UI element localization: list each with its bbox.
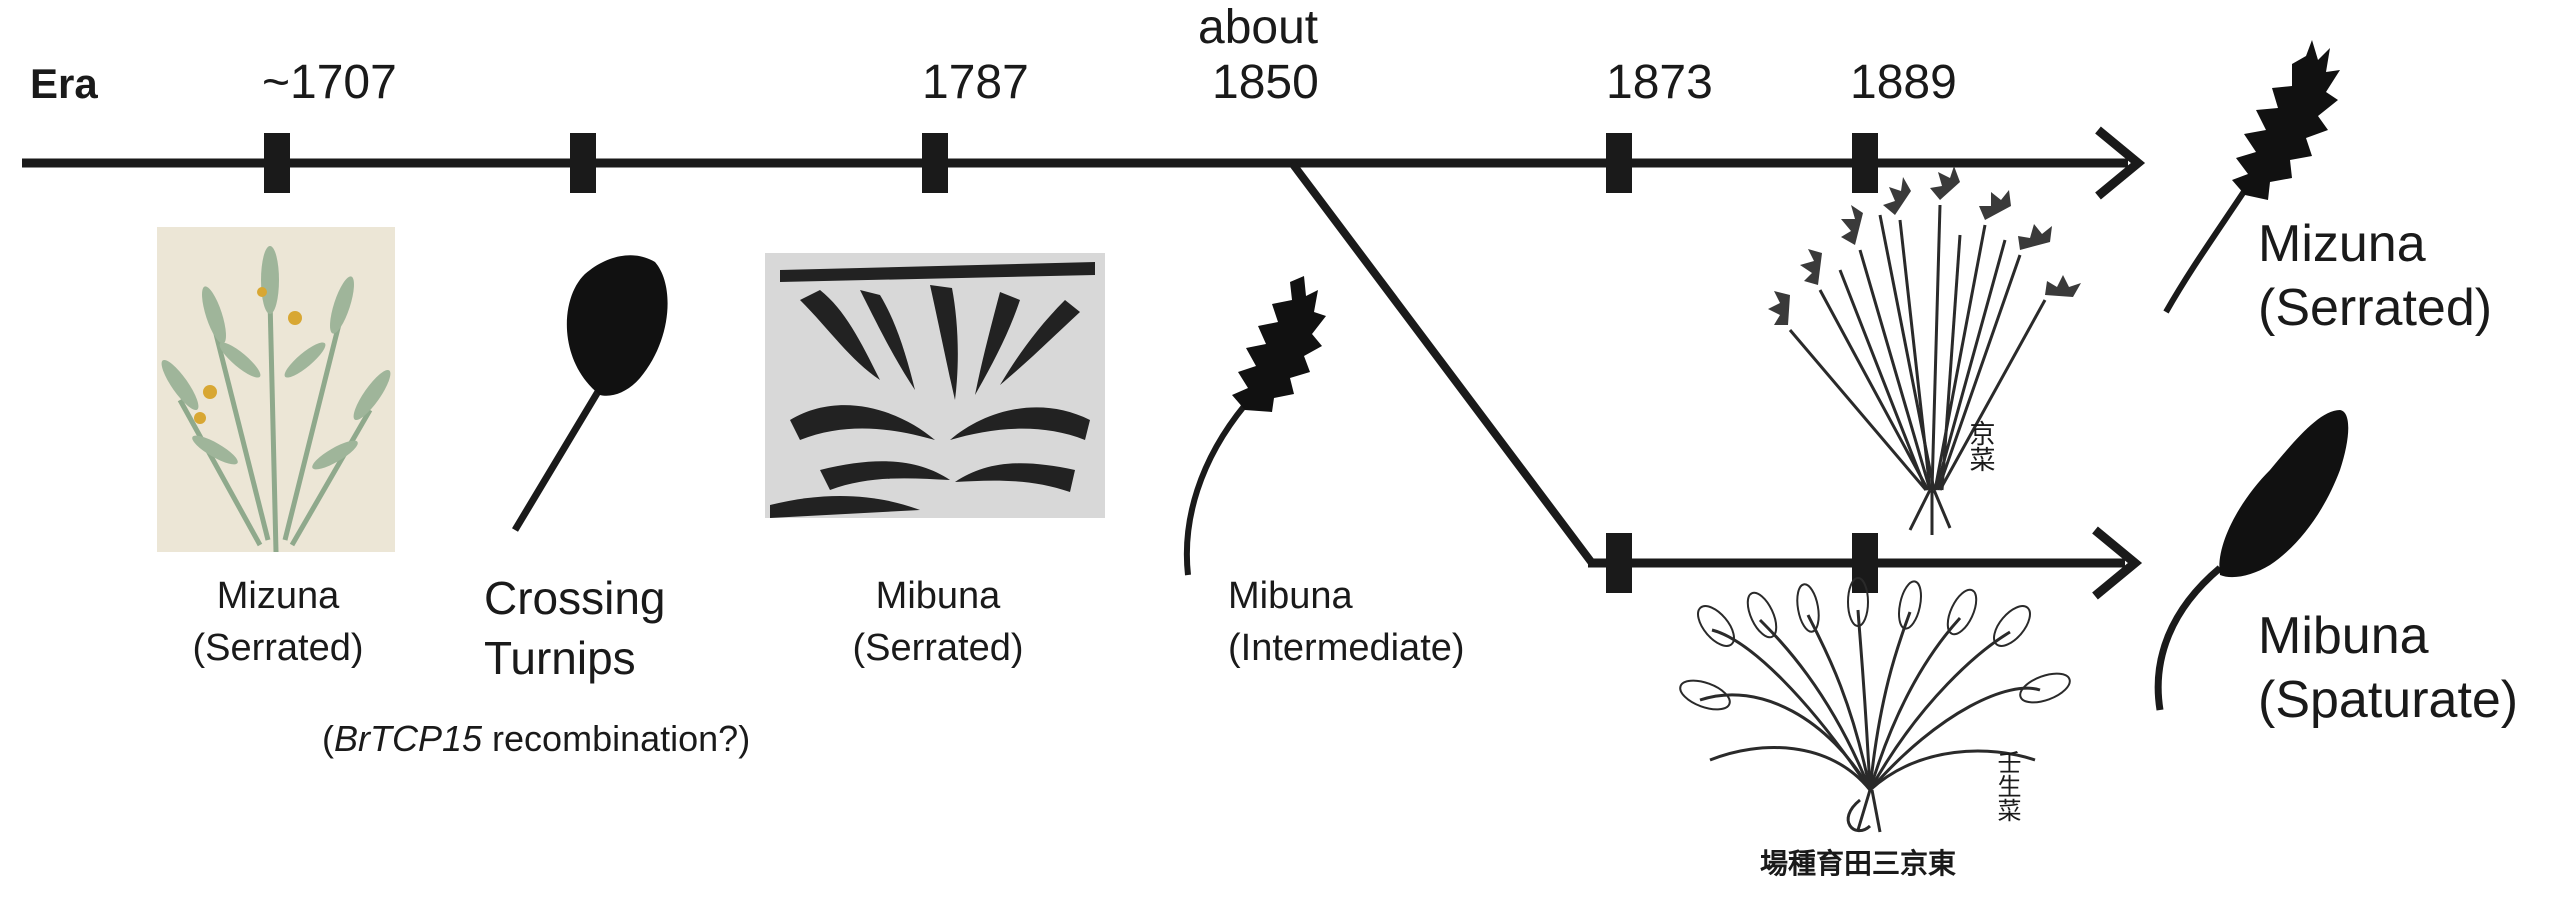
mibuna-result-type: (Spaturate) <box>2258 671 2519 729</box>
note-open-paren: ( <box>322 718 334 759</box>
mizuna-watercolor-illustration <box>157 227 395 553</box>
crossing-line2: Turnips <box>484 632 636 684</box>
mibuna-clump-leaf-tips <box>1679 577 2071 711</box>
mizuna-origin-name: Mizuna <box>216 575 340 617</box>
mibuna-woodblock-illustration <box>1699 609 2041 833</box>
mibuna-print-label: 壬生菜 <box>1993 750 2021 822</box>
era-axis-label: Era <box>30 60 98 107</box>
mibuna-serrated-name: Mibuna <box>875 575 1001 617</box>
mizuna-result-caption: Mizuna (Serrated) <box>2258 212 2492 340</box>
mibuna-serrated-type: (Serrated) <box>852 627 1024 669</box>
year-label-1889: 1889 <box>1850 56 1957 109</box>
about-label: about <box>1198 1 1319 54</box>
note-text: recombination?) <box>482 718 751 759</box>
mibuna-intermediate-name: Mibuna <box>1228 575 1353 617</box>
intermediate-leaf-silhouette <box>1183 276 1326 576</box>
mizuna-origin-caption: Mizuna (Serrated) <box>168 570 388 674</box>
crossing-turnips-caption: Crossing Turnips <box>484 568 666 688</box>
year-label-1873: 1873 <box>1606 56 1713 109</box>
mibuna-result-name: Mibuna <box>2258 607 2429 665</box>
tick-1707 <box>264 133 290 193</box>
mibuna-intermediate-caption: Mibuna (Intermediate) <box>1228 570 1465 674</box>
year-label-1850: 1850 <box>1212 56 1319 109</box>
note-gene-name: BrTCP15 <box>334 718 483 759</box>
kyona-leaf-serrations <box>1768 166 2081 325</box>
mibuna-result-leaf-silhouette <box>2154 410 2349 711</box>
tick-1787 <box>922 133 948 193</box>
tick-1873 <box>1606 133 1632 193</box>
source-label: 東京三田育種場 <box>1760 847 1957 880</box>
mizuna-result-leaf-silhouette <box>2163 40 2340 314</box>
branch-arrowhead <box>2092 526 2143 600</box>
main-axis-arrowhead <box>2095 126 2146 200</box>
branch-line <box>1288 160 1596 566</box>
mibuna-serrated-woodblock-print <box>765 253 1105 518</box>
brtcp15-note: (BrTCP15 recombination?) <box>322 718 750 760</box>
kyona-mizuna-woodblock-illustration <box>1788 204 2047 535</box>
year-label-1787: 1787 <box>922 56 1029 109</box>
year-label-1707: ~1707 <box>262 56 397 109</box>
crossing-line1: Crossing <box>484 572 666 624</box>
kyona-label: 京菜 <box>1965 420 1995 472</box>
mizuna-result-type: (Serrated) <box>2258 279 2493 337</box>
mizuna-result-name: Mizuna <box>2258 215 2426 273</box>
tick-crossing <box>570 133 596 193</box>
tick-1889 <box>1852 133 1878 193</box>
branch-tick-1873 <box>1606 533 1632 593</box>
mibuna-intermediate-type: (Intermediate) <box>1228 627 1465 669</box>
mizuna-origin-type: (Serrated) <box>192 627 364 669</box>
mibuna-result-caption: Mibuna (Spaturate) <box>2258 604 2518 732</box>
mibuna-serrated-caption: Mibuna (Serrated) <box>828 570 1048 674</box>
turnip-leaf-silhouette <box>511 255 668 532</box>
